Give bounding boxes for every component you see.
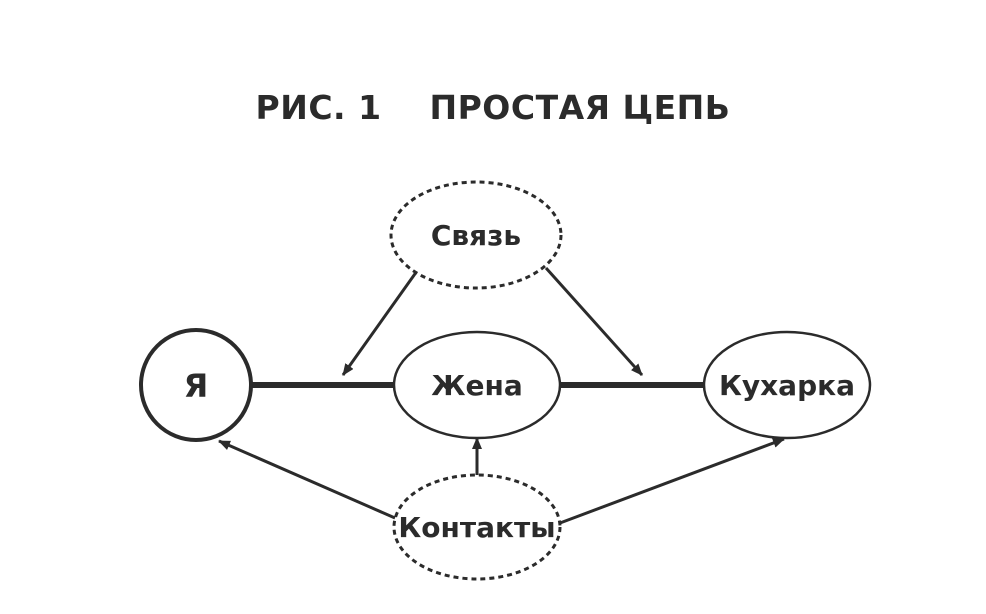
node-kukharka-label: Кухарка [719, 369, 855, 402]
node-zhena: Жена [392, 330, 562, 440]
arrow-svyaz-left [341, 270, 419, 376]
node-ya: Я [139, 328, 253, 442]
node-svyaz: Связь [389, 180, 563, 290]
arrow-svyaz-right [544, 266, 644, 377]
node-svyaz-label: Связь [431, 219, 521, 252]
node-ya-label: Я [184, 367, 209, 405]
node-kukharka: Кухарка [702, 330, 872, 440]
arrow-kontakty-ya [218, 439, 396, 520]
node-zhena-label: Жена [431, 369, 523, 402]
node-kontakty-label: Контакты [398, 511, 555, 544]
arrow-kontakty-kukharka [559, 437, 785, 525]
figure-title: РИС. 1 ПРОСТАЯ ЦЕПЬ [255, 88, 731, 127]
node-kontakty: Контакты [392, 473, 562, 581]
